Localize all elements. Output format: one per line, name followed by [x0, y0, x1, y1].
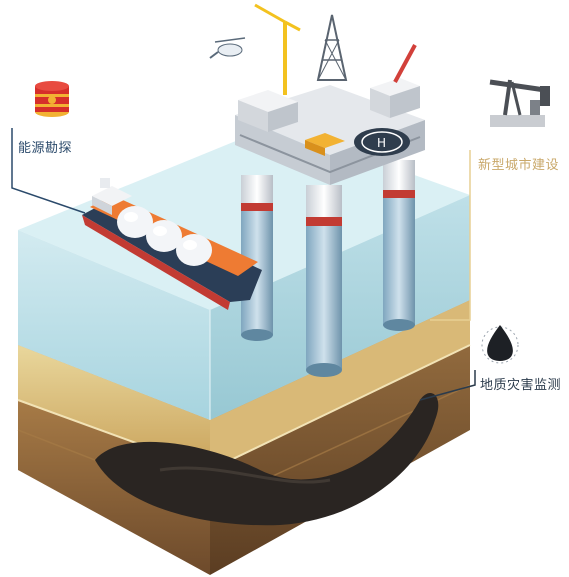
- helicopter: [209, 37, 246, 59]
- geological-disaster-monitoring-label: 地质灾害监测: [480, 378, 562, 393]
- new-city-construction-label: 新型城市建设: [478, 158, 560, 173]
- lng-carrier-ship: [82, 178, 262, 310]
- oil-pumpjack-icon: [489, 79, 550, 127]
- platform-legs: [241, 160, 415, 377]
- oil-reservoir: [95, 392, 439, 526]
- oil-barrel-icon: [35, 81, 69, 117]
- drilling-derrick: [316, 14, 348, 81]
- yellow-crane: [254, 3, 301, 95]
- svg-text:H: H: [377, 136, 386, 150]
- oil-drop-icon: [481, 325, 519, 364]
- red-crane: [393, 44, 417, 83]
- energy-exploration-label: 能源勘探: [18, 141, 73, 156]
- leader-lines: [11, 128, 476, 401]
- platform-deck: H: [235, 78, 425, 185]
